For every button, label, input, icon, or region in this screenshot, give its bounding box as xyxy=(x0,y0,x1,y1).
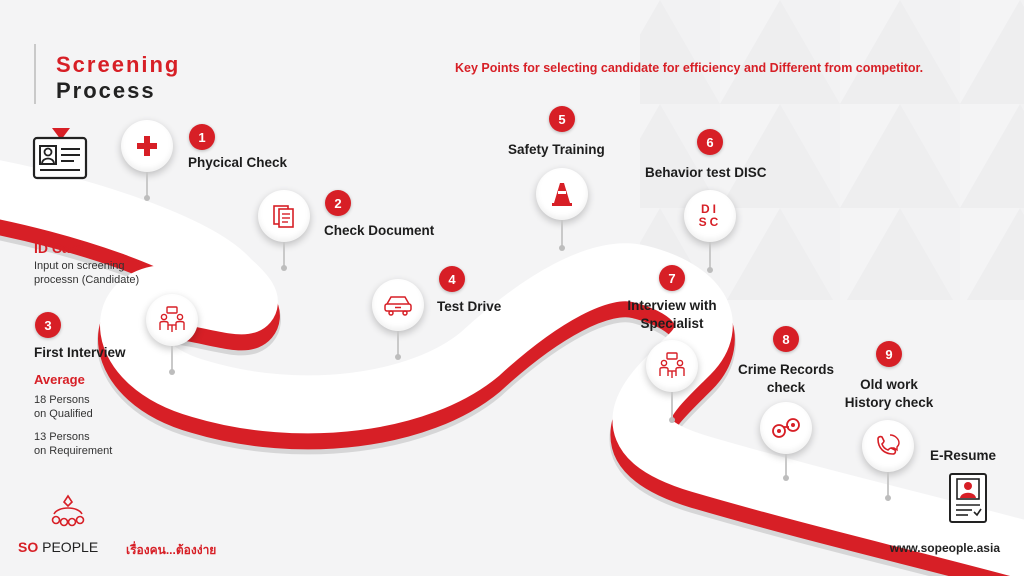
step-1-pin xyxy=(144,172,150,201)
step-9-number: 9 xyxy=(876,341,902,367)
step-7-label-line1: Interview with xyxy=(627,298,717,313)
step-2-number: 2 xyxy=(325,190,351,216)
interview-icon xyxy=(659,352,685,378)
resume-icon xyxy=(948,472,988,529)
id-card-title: ID Card xyxy=(34,240,84,256)
qualified-line1: 18 Persons xyxy=(34,394,90,406)
website-url[interactable]: www.sopeople.asia xyxy=(889,541,1000,555)
page-title-line1: Screening xyxy=(56,52,181,77)
brand-so: SO xyxy=(18,539,39,555)
traffic-cone-icon xyxy=(552,183,572,206)
interview-icon xyxy=(159,306,185,332)
brand-slogan: เรื่องคน...ต้องง่าย xyxy=(126,543,217,557)
step-4-label: Test Drive xyxy=(437,299,502,314)
step-2-label: Check Document xyxy=(324,223,435,238)
disc-letter-d: D xyxy=(700,202,713,216)
key-points-text: Key Points for selecting candidate for e… xyxy=(455,61,924,75)
step-9-label: Old work History check xyxy=(836,376,942,412)
step-7-label: Interview with Specialist xyxy=(620,297,724,333)
page-title-line2: Process xyxy=(56,78,156,103)
step-8-label-line1: Crime Records xyxy=(737,362,835,377)
step-9-icon-circle xyxy=(862,420,914,472)
step-9-label-line1: Old work xyxy=(860,377,918,392)
step-6-number: 6 xyxy=(697,129,723,155)
step-2-icon-circle xyxy=(258,190,310,242)
brand-name: SO PEOPLE xyxy=(18,539,98,555)
requirement-line1: 13 Persons xyxy=(34,431,90,443)
id-card-desc-line2: processn (Candidate) xyxy=(34,274,140,286)
qualified-line2: on Qualified xyxy=(34,408,93,420)
step-9-label-line2: History check xyxy=(844,395,934,410)
step-8-pin xyxy=(783,454,789,481)
step-4-icon-circle xyxy=(372,279,424,331)
id-card-desc-line1: Input on screening xyxy=(34,260,125,272)
step-6-pin xyxy=(707,242,713,273)
step-8-number: 8 xyxy=(773,326,799,352)
disc-letter-s: S xyxy=(698,215,710,229)
step-3-number: 3 xyxy=(35,312,61,338)
step-4-number: 4 xyxy=(439,266,465,292)
step-4-pin xyxy=(395,331,401,360)
so-people-logo-icon xyxy=(48,494,88,535)
step-5-icon-circle xyxy=(536,168,588,220)
step-8-icon-circle xyxy=(760,402,812,454)
requirement-line2: on Requirement xyxy=(34,445,113,457)
step-8-label-line2: check xyxy=(766,380,806,395)
step-5-label: Safety Training xyxy=(508,142,605,157)
step-2-pin xyxy=(281,242,287,271)
step-3-pin xyxy=(169,346,175,375)
step-5-number: 5 xyxy=(549,106,575,132)
disc-letter-c: C xyxy=(709,215,722,229)
step-3-icon-circle xyxy=(146,294,198,346)
id-card-icon xyxy=(30,128,90,187)
step-1-number: 1 xyxy=(189,124,215,150)
title-divider xyxy=(34,44,36,104)
step-3-label: First Interview xyxy=(34,345,126,360)
step-9-pin xyxy=(885,472,891,501)
step-1-icon-circle xyxy=(121,120,173,172)
average-title: Average xyxy=(34,372,85,387)
step-7-number: 7 xyxy=(659,265,685,291)
step-6-icon-circle: DI SC xyxy=(684,190,736,242)
step-1-label: Phycical Check xyxy=(188,155,288,170)
car-icon xyxy=(384,296,412,316)
step-7-label-line2: Specialist xyxy=(640,316,704,331)
step-7-pin xyxy=(669,392,675,423)
step-7-icon-circle xyxy=(646,340,698,392)
step-6-label: Behavior test DISC xyxy=(645,165,767,180)
disc-letter-i: I xyxy=(712,202,719,216)
phone-call-icon xyxy=(877,434,900,455)
step-8-label: Crime Records check xyxy=(730,361,842,397)
disc-icon: DI SC xyxy=(699,203,722,229)
medical-cross-icon xyxy=(137,136,157,156)
step-5-pin xyxy=(559,220,565,251)
documents-icon xyxy=(273,205,294,228)
handcuffs-icon xyxy=(772,418,800,438)
brand-people: PEOPLE xyxy=(42,539,99,555)
e-resume-label: E-Resume xyxy=(930,448,997,463)
